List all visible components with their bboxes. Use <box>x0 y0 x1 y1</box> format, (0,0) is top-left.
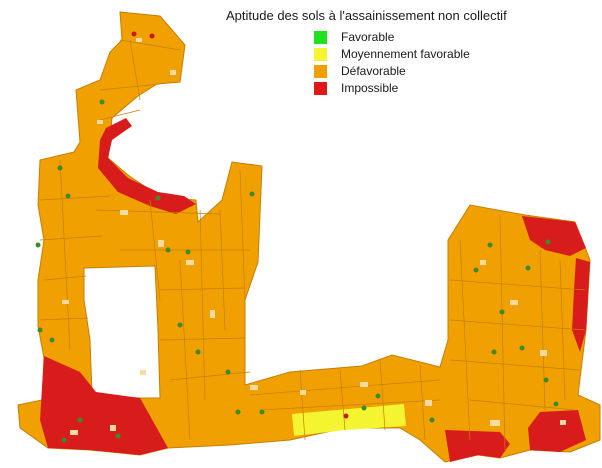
survey-point <box>37 327 43 333</box>
building <box>360 382 368 387</box>
legend-item-impossible: Impossible <box>314 80 596 96</box>
survey-points-red <box>131 31 349 419</box>
building <box>480 260 486 265</box>
survey-point-red <box>131 31 137 37</box>
survey-point <box>65 193 71 199</box>
survey-point <box>553 401 559 407</box>
survey-point <box>61 437 67 443</box>
building <box>510 300 518 305</box>
survey-point-red <box>343 413 349 419</box>
building <box>62 300 69 304</box>
survey-point <box>195 349 201 355</box>
survey-points <box>35 99 559 443</box>
survey-point <box>35 242 41 248</box>
survey-point-red <box>149 33 155 39</box>
building <box>300 390 306 395</box>
survey-point <box>49 337 55 343</box>
survey-point <box>361 405 367 411</box>
legend-label-favorable: Favorable <box>341 30 395 44</box>
survey-point <box>545 239 551 245</box>
legend-label-moyennement-favorable: Moyennement favorable <box>341 47 470 61</box>
building <box>540 350 547 356</box>
building <box>110 425 116 431</box>
survey-point <box>57 165 63 171</box>
survey-point <box>519 345 525 351</box>
legend-label-impossible: Impossible <box>341 81 399 95</box>
survey-point <box>491 349 497 355</box>
survey-point <box>249 191 255 197</box>
survey-point <box>155 195 161 201</box>
building <box>250 385 258 390</box>
legend-title: Aptitude des sols à l'assainissement non… <box>226 8 507 23</box>
survey-point <box>473 267 479 273</box>
survey-point <box>177 322 183 328</box>
zone-impossible-south <box>445 430 510 462</box>
building <box>170 70 176 75</box>
building <box>70 430 78 435</box>
building <box>136 38 142 42</box>
survey-point <box>375 393 381 399</box>
legend-list: Favorable Moyennement favorable Défavora… <box>314 29 596 96</box>
legend-item-defavorable: Défavorable <box>314 63 596 79</box>
survey-point <box>525 265 531 271</box>
building <box>210 310 215 318</box>
building <box>425 400 432 406</box>
building <box>140 370 146 375</box>
legend-swatch-favorable <box>314 30 327 44</box>
survey-point <box>185 249 191 255</box>
legend-swatch-impossible <box>314 81 327 95</box>
parcel-lines <box>39 39 586 451</box>
building <box>120 210 128 215</box>
building <box>560 420 566 425</box>
survey-point <box>165 247 171 253</box>
legend-item-favorable: Favorable <box>314 29 596 45</box>
building <box>158 240 164 247</box>
zone-impossible-east-top <box>522 216 586 256</box>
building <box>97 120 103 124</box>
survey-point <box>235 409 241 415</box>
zone-impossible-north <box>98 118 196 214</box>
survey-point <box>259 409 265 415</box>
survey-point <box>115 433 121 439</box>
buildings <box>62 38 566 435</box>
legend: Aptitude des sols à l'assainissement non… <box>226 8 596 97</box>
legend-swatch-defavorable <box>314 64 327 78</box>
zone-impossible-south-east <box>528 410 586 452</box>
survey-point <box>487 242 493 248</box>
survey-point <box>543 377 549 383</box>
survey-point <box>429 417 435 423</box>
zone-moyennement-favorable <box>292 404 406 436</box>
building <box>490 420 500 426</box>
legend-swatch-moyennement-favorable <box>314 47 327 61</box>
building <box>186 260 194 265</box>
survey-point <box>99 99 105 105</box>
zone-impossible-east-right <box>572 258 590 352</box>
legend-item-moyennement-favorable: Moyennement favorable <box>314 46 596 62</box>
survey-point <box>499 309 505 315</box>
legend-label-defavorable: Défavorable <box>341 64 406 78</box>
survey-point <box>225 369 231 375</box>
survey-point <box>77 417 83 423</box>
